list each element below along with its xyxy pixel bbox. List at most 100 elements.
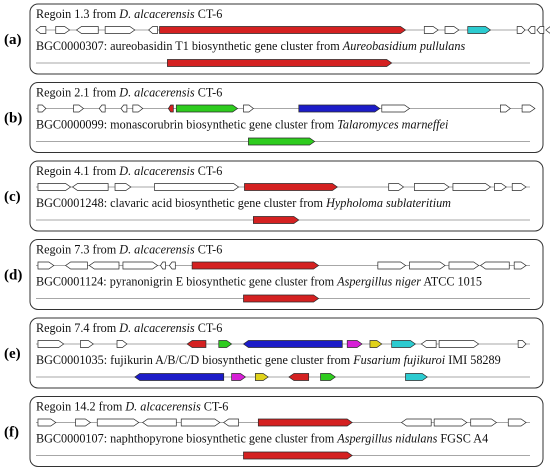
region-gene-4-6 bbox=[346, 340, 363, 348]
region-gene-4-10 bbox=[438, 340, 480, 348]
bgc-caption-prefix: BGC0000099: monascorubrin biosynthetic g… bbox=[36, 118, 337, 132]
region-gene-3-10 bbox=[479, 261, 510, 270]
region-gene-3-0 bbox=[37, 261, 55, 270]
region-gene-0-1 bbox=[55, 26, 71, 34]
bgc-caption-species: Hypholoma sublateritium bbox=[325, 196, 451, 210]
region-gene-3-5 bbox=[168, 261, 176, 270]
region-gene-1-9 bbox=[381, 104, 411, 113]
region-gene-0-11 bbox=[536, 26, 545, 34]
region-gene-2-7 bbox=[452, 183, 492, 191]
panel-frame bbox=[29, 3, 544, 75]
region-gene-0-2 bbox=[75, 26, 99, 34]
region-gene-4-3 bbox=[186, 340, 207, 348]
region-title-suffix: CT-6 bbox=[195, 321, 223, 335]
panel-0: (a)Regoin 1.3 from D. alcacerensis CT-6B… bbox=[4, 3, 550, 75]
panel-letter: (f) bbox=[4, 425, 19, 441]
panel-2: (c)Regoin 4.1 from D. alcacerensis CT-6B… bbox=[4, 160, 544, 232]
region-gene-3-8 bbox=[409, 261, 446, 270]
bgc-gene-4-1 bbox=[231, 373, 247, 381]
region-gene-2-1 bbox=[71, 183, 109, 191]
region-title-species: D. alcacerensis bbox=[118, 164, 195, 178]
bgc-caption-suffix: ATCC 1015 bbox=[421, 275, 482, 289]
region-title-prefix: Regoin 7.4 from bbox=[36, 321, 119, 335]
region-gene-5-7 bbox=[400, 418, 432, 427]
bgc-gene-4-5 bbox=[405, 373, 428, 381]
region-gene-2-8 bbox=[494, 183, 507, 191]
region-gene-0-10 bbox=[527, 26, 536, 34]
region-title: Regoin 7.4 from D. alcacerensis CT-6 bbox=[36, 321, 222, 335]
region-gene-0-3 bbox=[104, 26, 136, 34]
region-gene-3-9 bbox=[448, 261, 480, 270]
region-gene-0-9 bbox=[516, 26, 526, 34]
region-gene-0-8 bbox=[467, 26, 492, 34]
panel-letter: (c) bbox=[4, 189, 21, 205]
bgc-caption-prefix: BGC0001124: pyranonigrin E biosynthetic … bbox=[36, 275, 337, 289]
bgc-gene-4-4 bbox=[320, 373, 336, 381]
bgc-caption-species: Aureobasidium pullulans bbox=[342, 39, 466, 53]
bgc-caption-prefix: BGC0000107: naphthopyrone biosynthetic g… bbox=[36, 432, 337, 446]
region-gene-3-1 bbox=[65, 261, 88, 270]
region-title-suffix: CT-6 bbox=[195, 7, 223, 21]
region-gene-4-7 bbox=[369, 340, 383, 348]
region-title: Regoin 7.3 from D. alcacerensis CT-6 bbox=[36, 243, 222, 257]
region-title: Regoin 2.1 from D. alcacerensis CT-6 bbox=[36, 86, 222, 100]
region-gene-4-5 bbox=[242, 340, 343, 348]
bgc-caption: BGC0001035: fujikurin A/B/C/D biosynthet… bbox=[36, 353, 501, 367]
region-gene-2-0 bbox=[37, 183, 72, 191]
region-gene-5-5 bbox=[223, 418, 239, 427]
panel-frame bbox=[29, 396, 544, 467]
panel-frame bbox=[29, 317, 544, 389]
region-gene-1-8 bbox=[298, 104, 381, 113]
region-gene-0-12 bbox=[545, 26, 550, 34]
bgc-caption: BGC0000107: naphthopyrone biosynthetic g… bbox=[36, 432, 488, 446]
panel-5: (f) Regoin 14.2 from D. alcacerensis CT-6… bbox=[4, 396, 544, 467]
region-gene-2-3 bbox=[154, 183, 240, 191]
bgc-gene-4-2 bbox=[254, 373, 269, 381]
region-title-species: D. alcacerensis bbox=[118, 321, 195, 335]
panel-letter: (b) bbox=[4, 111, 22, 127]
panel-letter: (e) bbox=[4, 346, 21, 362]
panel-frame bbox=[29, 239, 544, 310]
region-gene-3-2 bbox=[88, 261, 120, 270]
region-title-suffix: CT-6 bbox=[195, 243, 223, 257]
region-gene-5-1 bbox=[75, 418, 91, 427]
bgc-gene-4-3 bbox=[288, 373, 310, 381]
bgc-caption-species: Aspergillus nidulans bbox=[336, 432, 437, 446]
region-title-prefix: Regoin 2.1 from bbox=[36, 86, 119, 100]
region-gene-4-1 bbox=[80, 340, 94, 348]
region-gene-5-10 bbox=[507, 418, 527, 427]
region-title-species: D. alcacerensis bbox=[124, 400, 201, 414]
region-title-species: D. alcacerensis bbox=[118, 7, 195, 21]
region-gene-3-3 bbox=[122, 261, 159, 270]
region-gene-1-6 bbox=[175, 104, 239, 113]
panel-frame bbox=[29, 160, 544, 232]
bgc-caption: BGC0000099: monascorubrin biosynthetic g… bbox=[36, 118, 449, 132]
region-gene-4-11 bbox=[517, 340, 527, 348]
region-title: Regoin 1.3 from D. alcacerensis CT-6 bbox=[36, 7, 222, 21]
region-gene-0-7 bbox=[444, 26, 460, 34]
panel-1: (b) Regoin 2.1 from D. alcacerensis CT-6B… bbox=[4, 82, 544, 153]
region-title-species: D. alcacerensis bbox=[118, 243, 195, 257]
region-title-suffix: CT-6 bbox=[201, 400, 229, 414]
bgc-gene-0-0 bbox=[167, 59, 393, 67]
bgc-gene-1-0 bbox=[248, 137, 316, 146]
region-title-prefix: Regoin 7.3 from bbox=[36, 243, 119, 257]
region-gene-1-0 bbox=[37, 104, 47, 113]
region-gene-0-5 bbox=[159, 26, 407, 34]
bgc-gene-5-0 bbox=[243, 451, 353, 460]
region-title-prefix: Regoin 1.3 from bbox=[36, 7, 119, 21]
region-gene-5-3 bbox=[142, 418, 177, 427]
region-gene-5-9 bbox=[470, 418, 498, 427]
region-gene-3-7 bbox=[377, 261, 407, 270]
region-gene-3-4 bbox=[160, 261, 166, 270]
bgc-gene-3-0 bbox=[243, 294, 320, 303]
region-gene-5-2 bbox=[96, 418, 140, 427]
bgc-gene-4-0 bbox=[134, 373, 225, 381]
region-gene-5-4 bbox=[180, 418, 221, 427]
region-gene-1-2 bbox=[98, 104, 106, 113]
panel-3: (d)Regoin 7.3 from D. alcacerensis CT-6B… bbox=[4, 239, 544, 310]
region-gene-1-4 bbox=[132, 104, 144, 113]
region-gene-1-1 bbox=[73, 104, 84, 113]
region-title: Regoin 14.2 from D. alcacerensis CT-6 bbox=[36, 400, 228, 414]
